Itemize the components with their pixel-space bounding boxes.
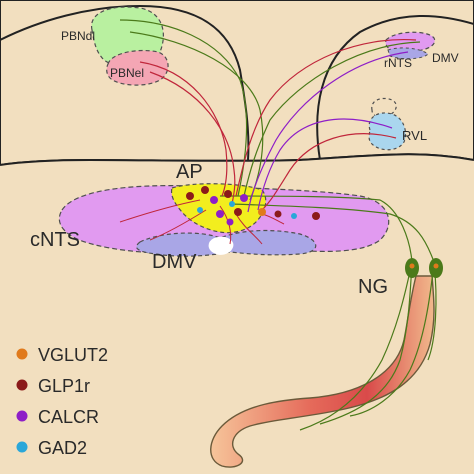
legend: VGLUT2 GLP1r CALCR GAD2: [16, 345, 108, 458]
calcr-neuron: [210, 196, 218, 204]
legend-label-vglut2: VGLUT2: [38, 345, 108, 365]
calcr-neuron: [240, 194, 248, 202]
glp1r-neuron: [186, 192, 194, 200]
pbnel-region: [106, 49, 169, 86]
ng-neuron: [433, 263, 439, 269]
vglut2-neuron-icon: [16, 348, 28, 360]
dmv-label: DMV: [152, 251, 197, 273]
cnts-label: cNTS: [30, 229, 80, 251]
rnts-label: rNTS: [384, 56, 412, 70]
calcr-neuron-icon: [16, 410, 28, 422]
pbnel-label: PBNel: [110, 66, 144, 80]
gad2-neuron: [197, 207, 203, 213]
glp1r-neuron: [274, 210, 282, 218]
calcr-neuron: [226, 218, 234, 226]
gad2-neuron: [291, 213, 297, 219]
gad2-neuron-icon: [16, 441, 28, 453]
stomach: [210, 275, 435, 468]
vglut2-neuron: [258, 208, 266, 216]
glp1r-neuron: [312, 212, 320, 220]
projection-fibers: [139, 38, 417, 213]
dmv-top-label: DMV: [432, 51, 459, 65]
rvl-region: [368, 112, 407, 151]
dmv-top-region: [387, 47, 429, 60]
ng-label: NG: [358, 276, 388, 298]
glp1r-neuron: [224, 190, 232, 198]
central-canal: [208, 236, 234, 255]
legend-label-gad2: GAD2: [38, 438, 87, 458]
local-fibers: [119, 199, 285, 245]
calcr-neuron: [216, 210, 224, 218]
gad2-neuron: [229, 201, 235, 207]
medulla-outline: [316, 15, 474, 161]
legend-label-glp1r: GLP1r: [38, 376, 90, 396]
pbndl-label: PBNdl: [61, 29, 95, 43]
glp1r-neuron: [234, 208, 242, 216]
legend-label-calcr: CALCR: [38, 407, 99, 427]
glp1r-neuron: [201, 186, 209, 194]
neuron-cluster: [186, 186, 320, 226]
ng-neuron: [409, 263, 415, 269]
ap-label: AP: [176, 161, 203, 183]
rvl-label: RVL: [402, 128, 427, 143]
brainstem-surface-line: [0, 153, 474, 166]
glp1r-neuron-icon: [16, 379, 28, 391]
